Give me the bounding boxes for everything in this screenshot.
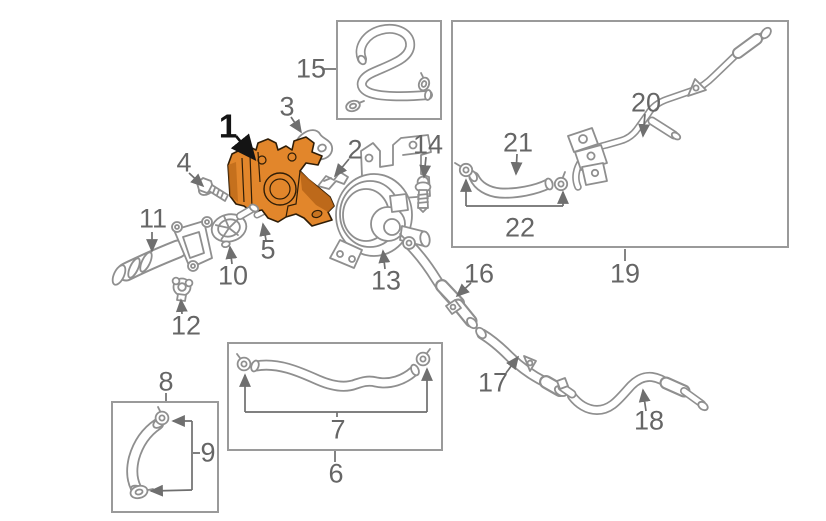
leader-1 — [230, 133, 257, 162]
clamp-icon-22-left — [454, 162, 474, 178]
callout-label-17: 17 — [477, 367, 509, 398]
callout-label-13: 13 — [370, 265, 402, 296]
clamp-icon-15b — [417, 72, 431, 92]
callout-label-12: 12 — [170, 310, 202, 341]
inset-box-8-9 — [111, 401, 219, 513]
leader-2 — [333, 158, 350, 178]
callout-label-18: 18 — [633, 405, 665, 436]
leader-20 — [638, 113, 651, 138]
callout-label-14: 14 — [412, 129, 444, 160]
clamp-icon-9-bottom — [129, 484, 154, 500]
callout-label-21: 21 — [502, 127, 534, 158]
bolt-4 — [196, 177, 229, 202]
bracket-9 — [191, 421, 200, 490]
inset-box-6-7 — [227, 342, 443, 451]
clamp-icon-7-left — [236, 353, 252, 372]
callout-label-4: 4 — [176, 147, 192, 178]
water-pump-13 — [329, 134, 432, 269]
clamp-icon-15a — [345, 99, 365, 113]
callout-label-1: 1 — [218, 107, 238, 145]
callout-label-19: 19 — [609, 258, 641, 289]
clamp-icon-7-right — [415, 348, 431, 367]
leader-3 — [289, 116, 302, 134]
callout-label-20: 20 — [630, 87, 662, 118]
clamp-icon-16 — [399, 233, 416, 250]
leader-21 — [510, 153, 523, 176]
callout-label-5: 5 — [260, 234, 276, 265]
pipe-20 — [567, 26, 772, 191]
thermostat-10 — [210, 213, 248, 249]
leader-4 — [188, 172, 205, 188]
inlet-pipe-11 — [111, 216, 213, 286]
callout-label-11: 11 — [138, 203, 168, 234]
callout-label-10: 10 — [217, 260, 249, 291]
callout-label-6: 6 — [328, 458, 344, 489]
leader-lines — [146, 68, 651, 497]
leader-16 — [455, 282, 472, 298]
hose-21 — [468, 169, 554, 199]
leader-13 — [378, 249, 391, 270]
inset-box-19 — [451, 20, 789, 248]
leader-12 — [175, 298, 188, 315]
hose-15 — [355, 24, 433, 102]
bracket-7 — [245, 411, 427, 417]
callout-label-9: 9 — [200, 437, 216, 468]
clamp-icon-22-right — [553, 171, 569, 192]
leader-14 — [419, 156, 432, 179]
callout-label-7: 7 — [330, 414, 346, 445]
thermostat-10-stem — [236, 203, 260, 220]
leader-5 — [259, 222, 272, 241]
inset-box-15 — [336, 20, 442, 120]
hose-18 — [556, 371, 709, 415]
bolt-14 — [414, 175, 432, 213]
hose-8 — [126, 417, 166, 496]
hose-16 — [402, 237, 478, 330]
clamp-12 — [171, 276, 194, 302]
callout-label-8: 8 — [158, 366, 174, 397]
callout-label-22: 22 — [504, 212, 536, 243]
callout-label-15: 15 — [295, 53, 327, 84]
clamp-icon-9-top — [154, 406, 170, 426]
callout-label-2: 2 — [347, 134, 363, 165]
leader-10 — [225, 245, 238, 265]
leader-18 — [638, 388, 651, 412]
bracket-2 — [317, 171, 349, 190]
hose-6 — [250, 359, 420, 392]
leader-17 — [505, 355, 520, 374]
callout-label-3: 3 — [279, 91, 295, 122]
callout-label-16: 16 — [463, 258, 495, 289]
